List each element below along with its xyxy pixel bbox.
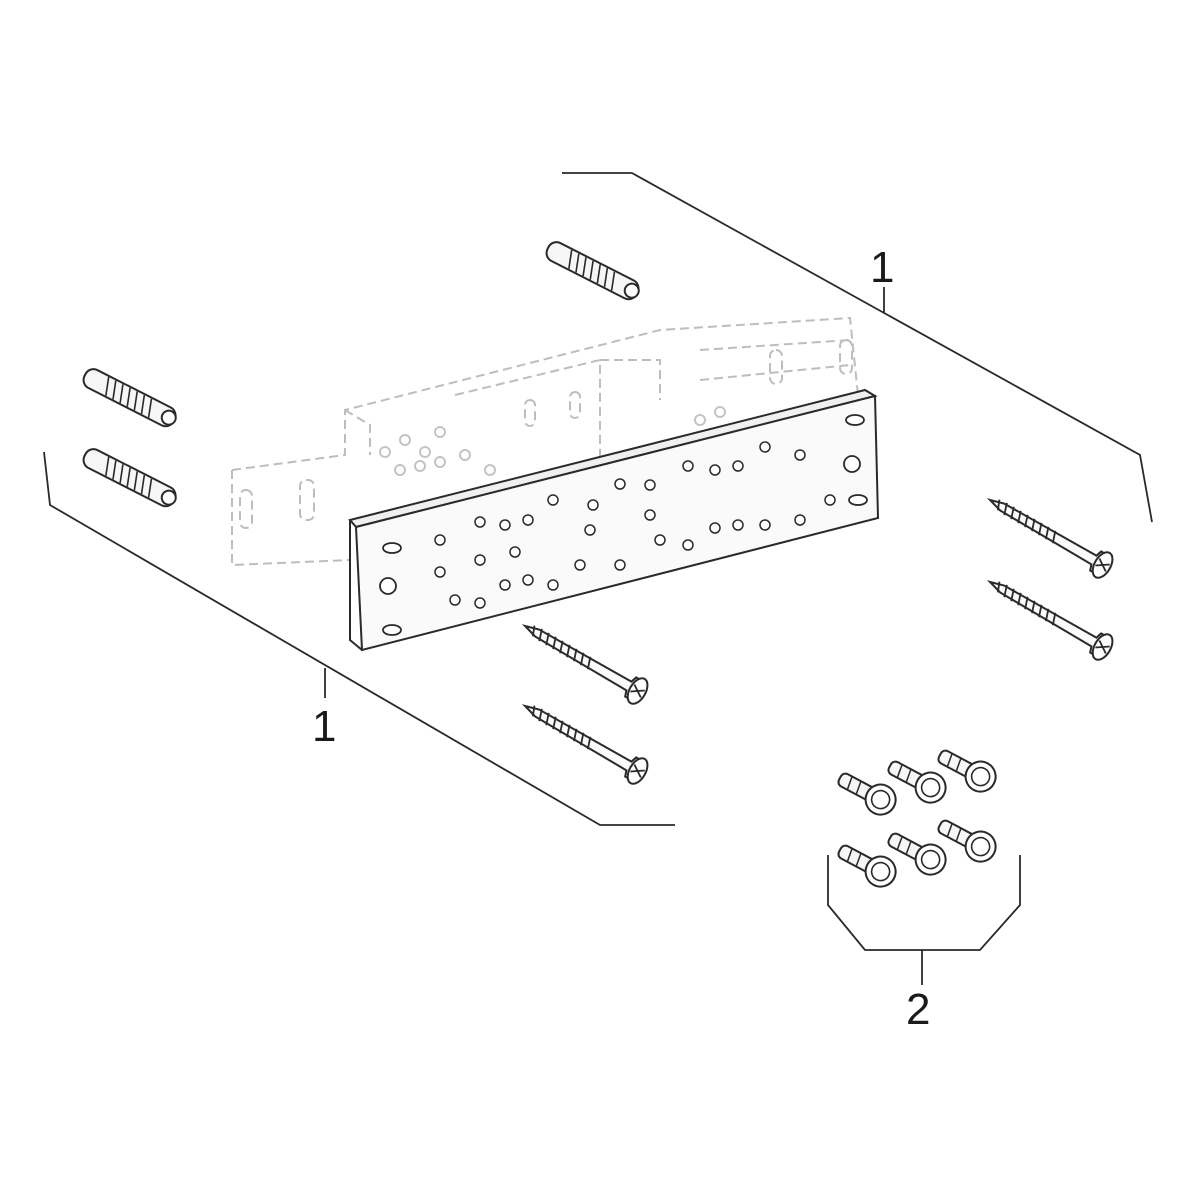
rear-bracket-ghost xyxy=(231,316,859,567)
wood-screw xyxy=(982,568,1118,665)
wall-plug xyxy=(79,445,181,511)
wood-screw xyxy=(517,612,653,709)
wall-plug xyxy=(79,365,181,431)
callout-label-bolts: 2 xyxy=(906,985,931,1034)
mounting-rail xyxy=(348,388,880,652)
wood-screw xyxy=(982,486,1118,583)
wood-screw xyxy=(517,692,653,789)
callout-brackets xyxy=(43,172,1153,985)
callout-label-lower: 1 xyxy=(312,702,337,751)
wall-plug xyxy=(542,238,644,304)
callout-label-upper: 1 xyxy=(870,243,895,292)
